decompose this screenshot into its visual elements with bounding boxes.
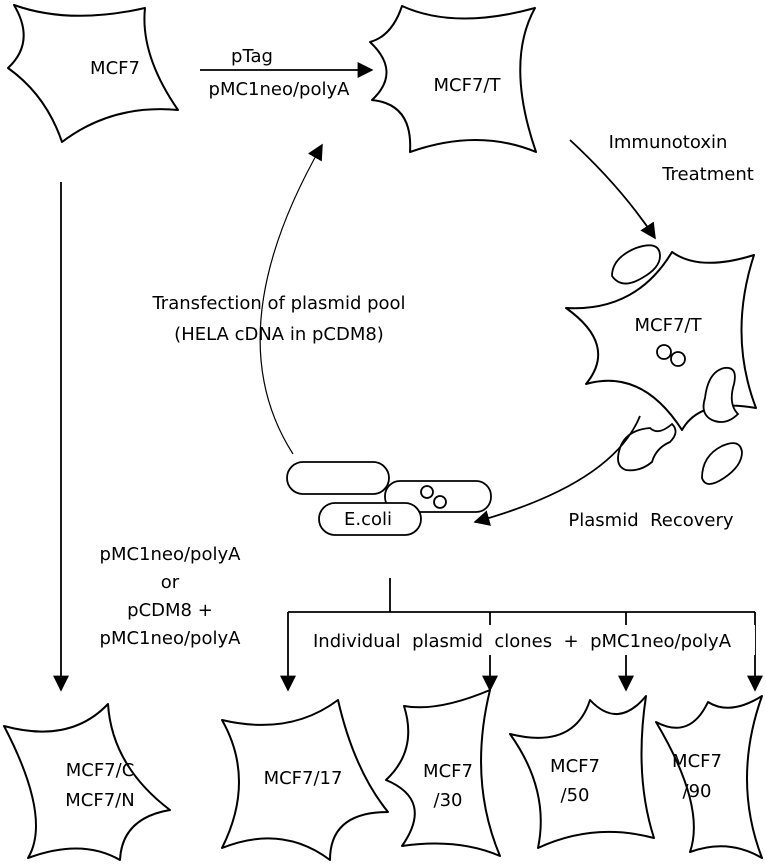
- arrow-immunotoxin: [569, 139, 656, 240]
- cell-debris: [702, 366, 740, 423]
- label-immunotoxin-1: Immunotoxin: [609, 132, 728, 153]
- label-individual-clones: Individual plasmid clones + pMC1neo/poly…: [313, 631, 732, 652]
- cell-mcf7: [7, 4, 179, 143]
- plasmid-circle: [670, 351, 686, 367]
- bacterium-ecoli: [318, 502, 422, 536]
- label-cell-50a: MCF7: [550, 756, 600, 777]
- label-left-2: or: [161, 572, 180, 593]
- plasmid-circle: [656, 344, 672, 360]
- label-cell-n: MCF7/N: [65, 790, 134, 811]
- label-cell-50b: /50: [561, 785, 590, 806]
- arrow-plasmid-recovery: [473, 415, 641, 526]
- label-mcf7t-mid: MCF7/T: [635, 315, 703, 336]
- label-immunotoxin-2: Treatment: [661, 164, 754, 185]
- plasmid-circle: [420, 485, 434, 499]
- label-ecoli: E.coli: [344, 509, 392, 530]
- cell-debris: [611, 244, 661, 285]
- label-ptag: pTag: [231, 46, 273, 67]
- label-transfection-2: (HELA cDNA in pCDM8): [174, 324, 384, 345]
- label-mcf7: MCF7: [90, 58, 140, 79]
- label-backdrop: [290, 625, 755, 655]
- label-left-1: pMC1neo/polyA: [100, 544, 242, 565]
- label-plasmid-recovery: Plasmid Recovery: [568, 510, 733, 531]
- cell-mcf7-17: [221, 699, 389, 861]
- label-cell-c: MCF7/C: [66, 760, 135, 781]
- label-cell-30b: /30: [434, 790, 463, 811]
- label-left-3: pCDM8 +: [127, 600, 213, 621]
- cell-mcf7t-top: [369, 5, 537, 153]
- bacterium: [286, 461, 390, 495]
- label-cell-90a: MCF7: [672, 751, 722, 772]
- label-cell-30a: MCF7: [423, 761, 473, 782]
- arrow-transfection-cycle: [259, 143, 323, 455]
- cell-debris: [701, 442, 743, 485]
- label-cell-90b: /90: [683, 781, 712, 802]
- cell-mcf7-50: [509, 695, 655, 849]
- plasmid-circle: [433, 495, 447, 509]
- label-transfection-1: Transfection of plasmid pool: [151, 293, 405, 314]
- label-cell-17: MCF7/17: [264, 768, 343, 789]
- cell-mcf7-30: [385, 689, 501, 857]
- label-left-4: pMC1neo/polyA: [100, 628, 242, 649]
- label-mcf7t-top: MCF7/T: [434, 75, 502, 96]
- cell-mcf7-c-n: [3, 703, 171, 861]
- cell-mcf7-90: [655, 695, 763, 859]
- cell-debris: [617, 422, 677, 472]
- label-pmc1neo-top: pMC1neo/polyA: [209, 79, 351, 100]
